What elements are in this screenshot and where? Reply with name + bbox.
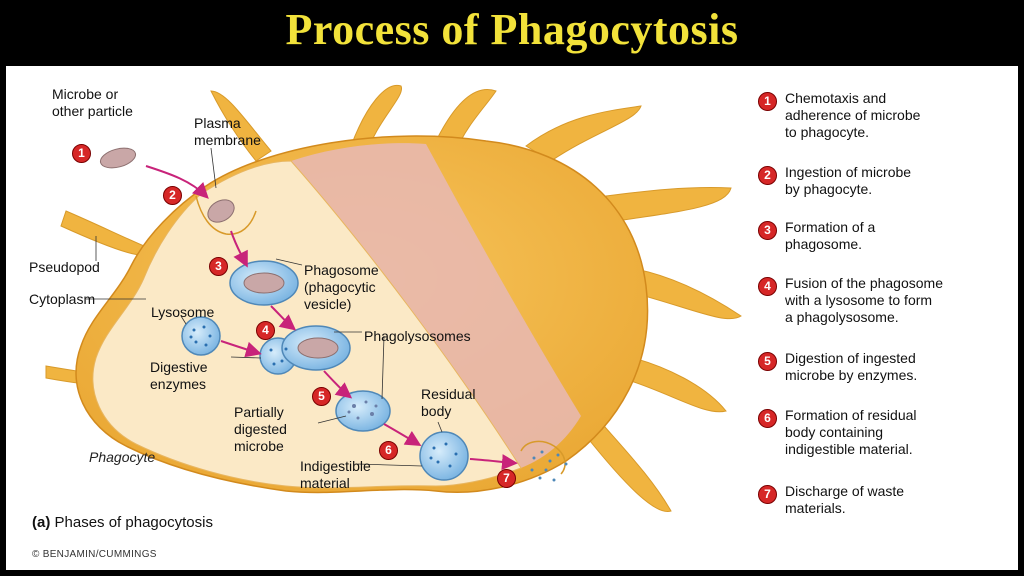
residual-body-label: Residual body: [421, 386, 476, 419]
cytoplasm-label: Cytoplasm: [29, 291, 96, 307]
diagram-step-1: 1: [72, 144, 91, 163]
lysosome-label: Lysosome: [151, 304, 215, 320]
legend-step-2: 2: [758, 166, 777, 185]
microbe: [99, 147, 137, 169]
legend-step-1: 1: [758, 92, 777, 111]
partially-digested-label: Partially digested microbe: [234, 404, 287, 454]
process-arrows: [145, 165, 518, 471]
diagram-step-2: 2: [163, 186, 182, 205]
digestive-enzymes-label: Digestive enzymes: [150, 359, 208, 392]
diagram-step-5: 5: [312, 387, 331, 406]
cut-surface: [291, 143, 581, 468]
legend-text-1: Chemotaxis and adherence of microbe to p…: [785, 90, 921, 140]
phagolysosomes-label: Phagolysosomes: [364, 328, 471, 344]
caption-text: Phases of phagocytosis: [54, 514, 213, 531]
legend-text-5: Digestion of ingested microbe by enzymes…: [785, 350, 918, 383]
legend-text-7: Discharge of waste materials.: [785, 483, 905, 516]
diagram-step-3: 3: [209, 257, 228, 276]
pseudopod-tentacles: [45, 84, 742, 513]
figure-caption: (a) Phases of phagocytosis: [32, 514, 213, 531]
phagosome: [229, 260, 299, 306]
plasma-membrane-label: Plasma membrane: [194, 115, 261, 148]
phagolysosome: [259, 325, 351, 375]
legend-text-4: Fusion of the phagosome with a lysosome …: [785, 275, 943, 325]
partially-digested-vesicle: [335, 390, 391, 432]
diagram-step-7: 7: [497, 469, 516, 488]
diagram-step-6: 6: [379, 441, 398, 460]
legend-step-7: 7: [758, 485, 777, 504]
discharged-waste: [530, 450, 568, 482]
publisher-credit: © BENJAMIN/CUMMINGS: [32, 549, 157, 560]
legend-step-5: 5: [758, 352, 777, 371]
phagocyte-illustration: [45, 84, 742, 513]
legend-text-2: Ingestion of microbe by phagocyte.: [785, 164, 912, 197]
legend-step-3: 3: [758, 221, 777, 240]
indigestible-material-label: Indigestible material: [300, 458, 371, 491]
phagocyte-label: Phagocyte: [89, 449, 156, 465]
pseudopod-label: Pseudopod: [29, 259, 100, 275]
title-bar: Process of Phagocytosis: [0, 0, 1024, 64]
residual-body: [419, 431, 469, 481]
leader-lines: [86, 147, 443, 467]
cytoplasm-region: [92, 160, 522, 489]
diagram-step-4: 4: [256, 321, 275, 340]
phagosome-label: Phagosome (phagocytic vesicle): [304, 262, 379, 312]
legend-step-4: 4: [758, 277, 777, 296]
microbe-label: Microbe or other particle: [52, 86, 133, 119]
microbe-ingested: [207, 199, 235, 223]
diagram-panel: Microbe or other particle Plasma membran…: [6, 66, 1018, 570]
lysosome: [181, 316, 221, 356]
caption-prefix: (a): [32, 514, 51, 531]
page-title: Process of Phagocytosis: [285, 5, 739, 54]
legend-text-6: Formation of residual body containing in…: [785, 407, 917, 457]
legend-text-3: Formation of a phagosome.: [785, 219, 876, 252]
legend-step-6: 6: [758, 409, 777, 428]
